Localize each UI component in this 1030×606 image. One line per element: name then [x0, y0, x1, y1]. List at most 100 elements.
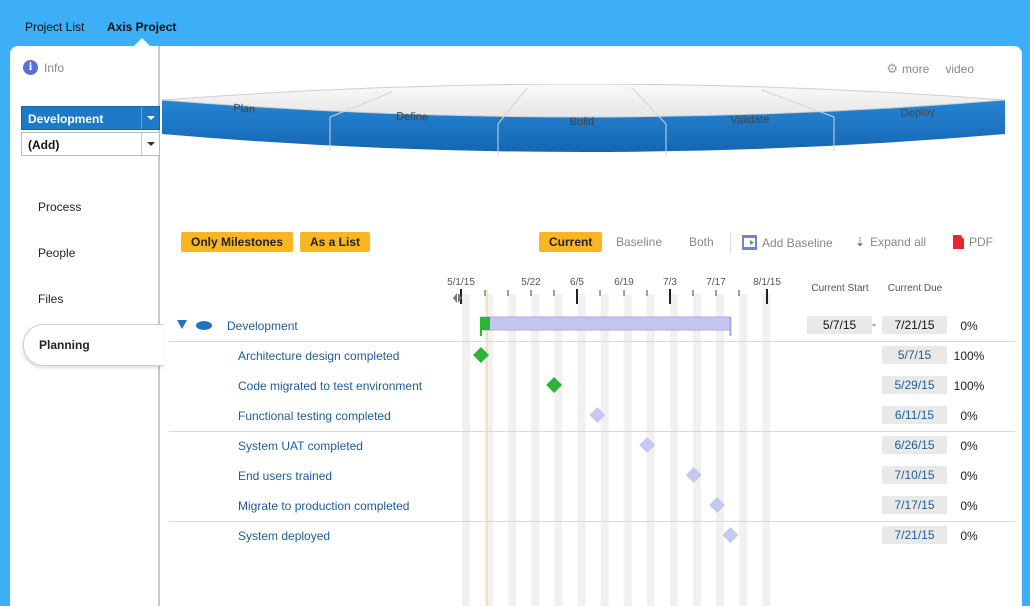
column-header-current-due: Current Due: [887, 283, 943, 294]
milestone-diamond: [472, 347, 489, 363]
phase-validate[interactable]: Validate: [730, 113, 769, 126]
sidebar-item-files[interactable]: Files: [38, 292, 64, 306]
week-stripe: [623, 294, 632, 606]
week-stripe: [554, 294, 563, 606]
milestone-diamond: [639, 437, 656, 453]
timeline-tick-label: 5/1/15: [447, 277, 475, 288]
tab-project-list[interactable]: Project List: [25, 20, 85, 34]
phase-define[interactable]: Define: [396, 110, 428, 123]
info-icon: i: [23, 60, 38, 75]
milestone-name[interactable]: System UAT completed: [238, 439, 363, 453]
milestone-due-date[interactable]: 7/17/15: [882, 496, 947, 514]
gantt-chart: [453, 289, 771, 606]
timeline-scroll-left-icon: [453, 293, 457, 303]
group-due-date[interactable]: 7/21/15: [882, 316, 947, 334]
row-divider: [169, 521, 1015, 522]
left-sidebar: i Info Development (Add) Process People …: [10, 46, 164, 606]
info-link[interactable]: i Info: [23, 60, 64, 75]
milestone-diamond: [589, 407, 606, 423]
chevron-down-icon[interactable]: [141, 133, 159, 155]
milestone-due-date[interactable]: 5/7/15: [882, 346, 947, 364]
group-name[interactable]: Development: [227, 319, 298, 333]
row-divider: [169, 341, 1015, 342]
info-label: Info: [44, 60, 65, 75]
timeline-tick-label: 7/17: [706, 277, 726, 288]
milestone-name[interactable]: End users trained: [238, 469, 333, 483]
milestone-name[interactable]: Architecture design completed: [238, 349, 400, 363]
week-stripe: [762, 294, 771, 606]
milestone-name[interactable]: Migrate to production completed: [238, 499, 410, 513]
week-stripe: [739, 294, 748, 606]
milestone-due-date[interactable]: 7/21/15: [882, 526, 947, 544]
top-tab-bar: Project List Axis Project: [0, 0, 1030, 46]
phase-plan[interactable]: Plan: [233, 102, 256, 116]
timeline-tick-label: 8/1/15: [753, 277, 781, 288]
sidebar-item-people[interactable]: People: [38, 246, 76, 260]
group-bar: [480, 316, 731, 331]
milestone-due-date[interactable]: 7/10/15: [882, 466, 947, 484]
milestone-percent: 100%: [953, 379, 985, 393]
video-link[interactable]: video: [945, 62, 974, 76]
as-a-list-button[interactable]: As a List: [300, 232, 371, 252]
expand-all-icon: ⇣: [855, 235, 866, 249]
milestone-percent: 0%: [960, 499, 978, 513]
timeline-tick-label: 5/22: [521, 277, 541, 288]
milestone-diamond: [722, 527, 739, 543]
only-milestones-button[interactable]: Only Milestones: [181, 232, 294, 252]
milestone-percent: 0%: [960, 529, 978, 543]
phase-dividers: [329, 87, 835, 156]
milestone-name[interactable]: Functional testing completed: [238, 409, 391, 423]
group-color-icon: [196, 321, 212, 330]
expand-all-button[interactable]: ⇣ Expand all: [855, 235, 926, 249]
milestone-name[interactable]: Code migrated to test environment: [238, 379, 423, 393]
group-percent: 0%: [960, 319, 978, 333]
pdf-button[interactable]: PDF: [953, 235, 993, 249]
phase-deploy[interactable]: Deploy: [900, 106, 935, 120]
add-select[interactable]: (Add): [21, 132, 160, 156]
baseline-button[interactable]: Baseline: [616, 235, 663, 249]
sidebar-item-planning[interactable]: Planning: [23, 324, 164, 366]
timeline-tick-label: 6/5: [570, 277, 584, 288]
gear-icon: ⚙: [886, 61, 898, 76]
milestone-diamond: [546, 377, 563, 393]
timeline-scroll-right-icon: [458, 293, 462, 303]
add-select-value: (Add): [28, 138, 60, 152]
more-link[interactable]: ⚙more: [886, 61, 929, 77]
group-progress-fill: [480, 317, 490, 330]
pdf-label: PDF: [969, 235, 993, 249]
row-divider: [169, 431, 1015, 432]
milestone-percent: 0%: [960, 439, 978, 453]
chevron-down-icon[interactable]: [141, 107, 159, 129]
collapse-toggle-icon[interactable]: [177, 320, 187, 329]
week-stripe: [508, 294, 517, 606]
phase-build[interactable]: Build: [570, 116, 594, 128]
milestone-due-date[interactable]: 5/29/15: [882, 376, 947, 394]
phase-band: Plan Define Build Validate Deploy: [162, 84, 1005, 156]
add-baseline-icon: [742, 235, 757, 250]
milestone-due-date[interactable]: 6/26/15: [882, 436, 947, 454]
active-tab-indicator: [134, 38, 150, 46]
add-baseline-button[interactable]: Add Baseline: [742, 235, 833, 250]
sidebar-item-process[interactable]: Process: [38, 200, 82, 214]
both-button[interactable]: Both: [689, 235, 714, 249]
main-panel: i Info Development (Add) Process People …: [10, 46, 1022, 606]
timeline-tick-label: 7/3: [663, 277, 677, 288]
pdf-icon: [953, 235, 964, 249]
tab-axis-project[interactable]: Axis Project: [107, 20, 177, 34]
milestone-name[interactable]: System deployed: [238, 529, 331, 543]
workstream-select[interactable]: Development: [21, 106, 160, 130]
group-start-date[interactable]: 5/7/15: [807, 316, 872, 334]
milestone-percent: 0%: [960, 409, 978, 423]
milestone-percent: 0%: [960, 469, 978, 483]
milestone-percent: 100%: [953, 349, 985, 363]
week-stripe: [531, 294, 540, 606]
week-stripe: [485, 294, 494, 606]
phase-band-top: [162, 84, 1005, 118]
current-button[interactable]: Current: [539, 232, 603, 252]
column-header-current-start: Current Start: [811, 283, 869, 294]
week-stripe: [693, 294, 701, 606]
week-stripe: [462, 294, 470, 606]
milestone-diamond: [685, 467, 702, 483]
milestone-due-date[interactable]: 6/11/15: [882, 406, 947, 424]
week-stripe: [716, 294, 725, 606]
